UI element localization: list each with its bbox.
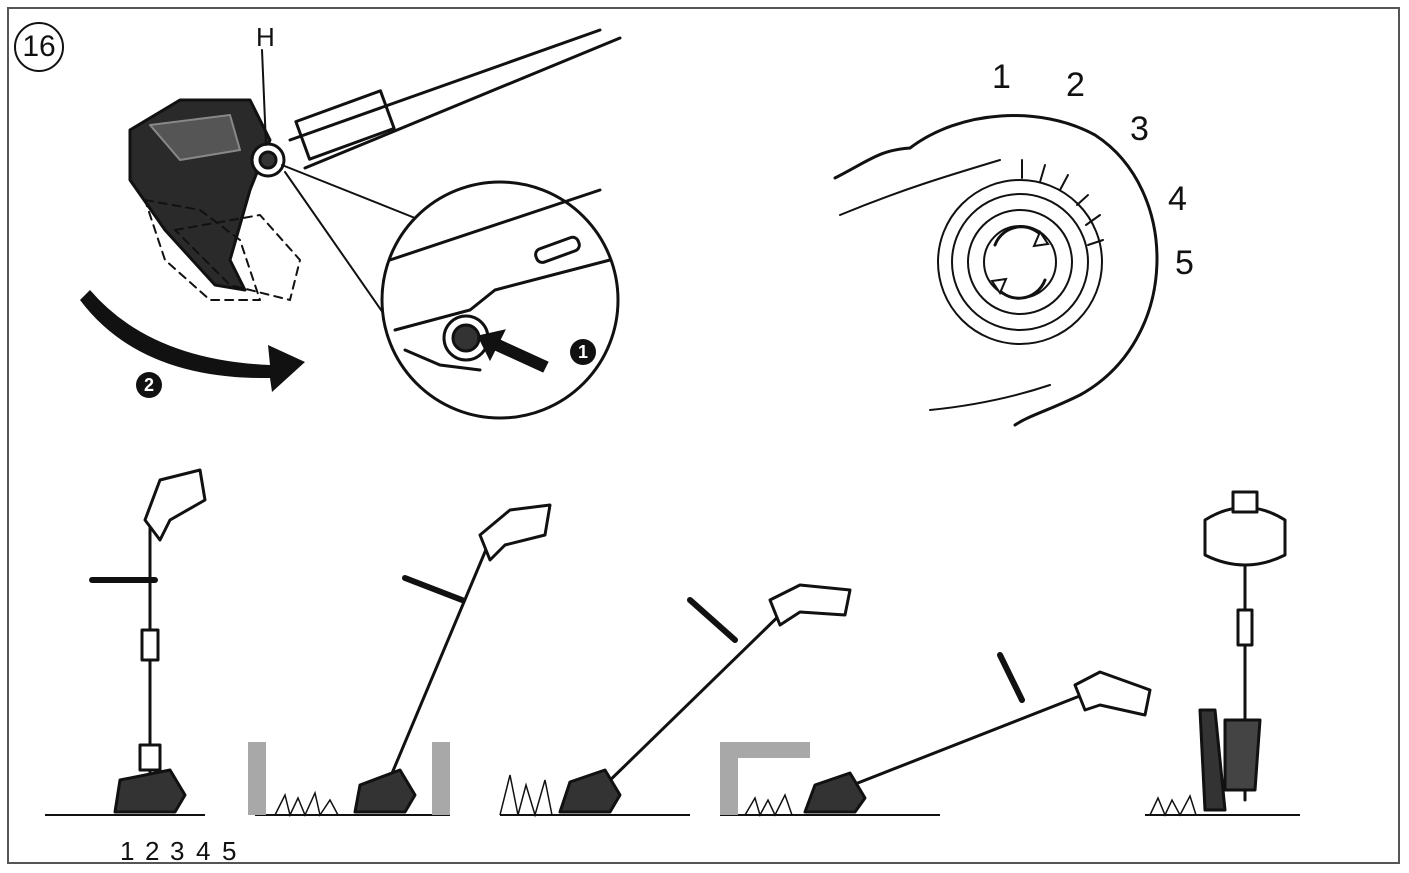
dial-position-5: 5 bbox=[1175, 244, 1194, 282]
angle-dial-detail bbox=[833, 114, 1159, 427]
grass-tufts bbox=[274, 774, 1197, 818]
bottom-position-1: 1 bbox=[120, 836, 135, 866]
dial-position-1: 1 bbox=[992, 58, 1011, 96]
step-press-marker: 1 bbox=[570, 339, 596, 365]
figure-number-badge: 16 bbox=[14, 22, 64, 72]
dial-position-3: 3 bbox=[1130, 110, 1149, 148]
step-rotate-marker: 2 bbox=[136, 372, 162, 398]
bottom-position-2: 2 bbox=[145, 836, 160, 866]
trimmer-position-2 bbox=[353, 503, 552, 814]
hinge-label: H bbox=[256, 22, 275, 52]
trimmer-position-1 bbox=[89, 468, 207, 814]
dial-position-2: 2 bbox=[1066, 66, 1085, 104]
trimmer-position-5 bbox=[1198, 490, 1287, 812]
dial-position-4: 4 bbox=[1168, 180, 1187, 218]
trimmer-position-4 bbox=[803, 652, 1152, 814]
figure-frame bbox=[7, 7, 1400, 864]
bottom-position-4: 4 bbox=[196, 836, 211, 866]
rotate-arrow bbox=[80, 290, 305, 392]
hinge-magnifier bbox=[380, 180, 620, 420]
bottom-position-5: 5 bbox=[222, 836, 237, 866]
gray-brackets bbox=[248, 742, 810, 815]
bottom-position-3: 3 bbox=[170, 836, 185, 866]
trimmer-position-3 bbox=[558, 583, 852, 814]
trimmer-head-closeup bbox=[128, 28, 622, 331]
